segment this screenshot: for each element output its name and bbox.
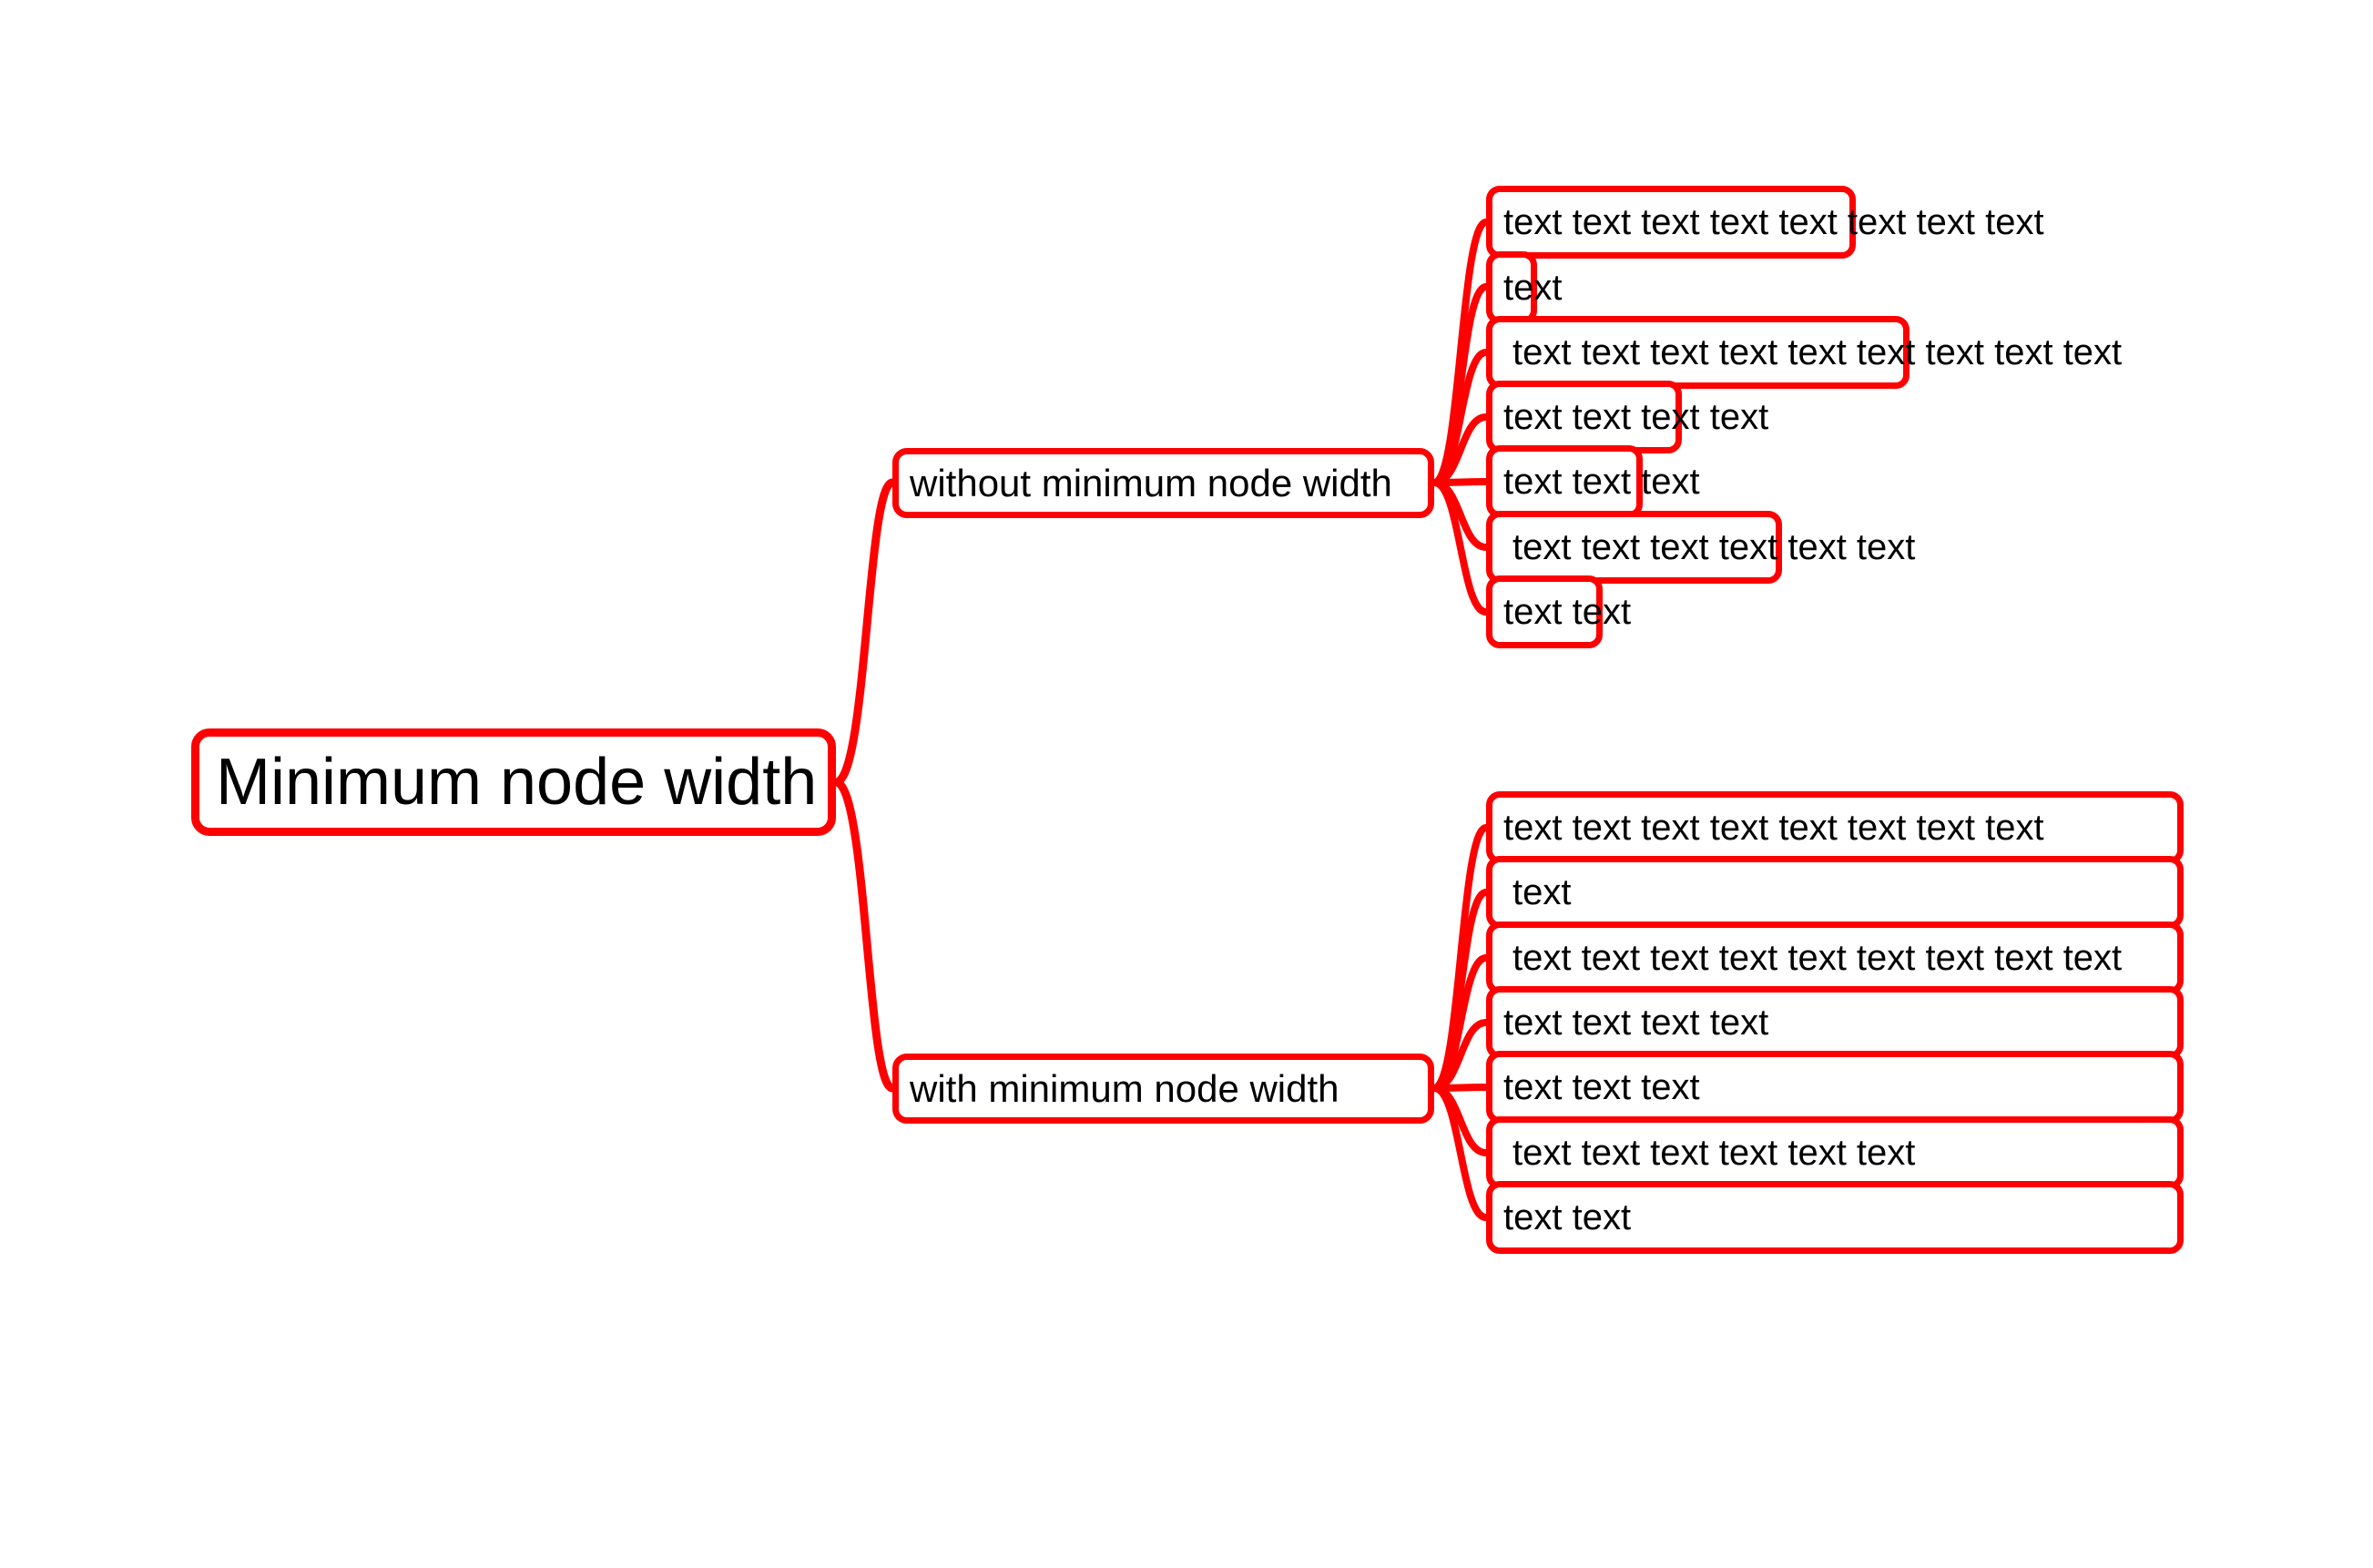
leaf-node-label: text: [1503, 268, 1563, 308]
edge-branch-2-leaf-5: [1431, 1084, 1490, 1092]
leaf-node-label: text text: [1503, 1197, 1632, 1237]
branch-node-label: with minimum node width: [910, 1066, 1339, 1110]
leaf-node-label: text text text text: [1503, 1003, 1769, 1043]
branch-node-with-minimum-node-width[interactable]: with minimum node width: [892, 1054, 1434, 1124]
edge-branch-1-leaf-1: [1431, 219, 1490, 486]
edge-branch-1-leaf-6: [1431, 479, 1490, 551]
edge-branch-1-leaf-7: [1431, 479, 1490, 616]
edge-branch-2-leaf-4: [1431, 1019, 1490, 1092]
edge-branch-1-leaf-3: [1431, 349, 1490, 486]
leaf-node-label: text text text: [1503, 1067, 1700, 1107]
leaf-node-label: text text text text: [1503, 397, 1769, 437]
leaf-node-without-2[interactable]: text: [1486, 251, 1562, 324]
leaf-node-with-4[interactable]: text text text text: [1486, 986, 2184, 1059]
leaf-node-label: text text: [1503, 592, 1632, 632]
branch-2-connectors: [1431, 824, 1490, 1221]
leaf-node-label: text text text text text text: [1512, 527, 1916, 567]
edge-branch-2-leaf-6: [1431, 1084, 1490, 1156]
leaf-node-label: text text text text text text text text: [1503, 808, 2044, 848]
leaf-node-with-3[interactable]: text text text text text text text text …: [1486, 921, 2184, 994]
leaf-node-label: text text text text text text text text …: [1512, 332, 2123, 372]
edge-branch-1-leaf-2: [1431, 283, 1490, 486]
leaf-node-with-6[interactable]: text text text text text text: [1486, 1116, 2184, 1189]
leaf-node-without-5[interactable]: text text text: [1486, 445, 1700, 518]
edge-branch-2-leaf-2: [1431, 889, 1490, 1092]
leaf-node-with-2[interactable]: text: [1486, 856, 2184, 929]
leaf-node-label: text text text text text text: [1512, 1133, 1916, 1173]
leaf-node-without-1[interactable]: text text text text text text text text: [1486, 186, 2044, 259]
root-node[interactable]: Minimum node width: [191, 728, 836, 836]
edge-root-to-branch-2: [831, 778, 897, 1093]
branch-node-label: without minimum node width: [910, 461, 1392, 504]
leaf-node-without-6[interactable]: text text text text text text: [1486, 511, 1915, 584]
edge-branch-1-leaf-4: [1431, 413, 1490, 486]
branch-node-without-minimum-node-width[interactable]: without minimum node width: [892, 448, 1434, 518]
leaf-node-label: text text text: [1503, 462, 1700, 502]
leaf-node-label: text text text text text text text text …: [1512, 938, 2123, 978]
edge-branch-2-leaf-3: [1431, 954, 1490, 1092]
leaf-node-without-7[interactable]: text text: [1486, 575, 1631, 648]
edge-root-to-branch-1: [831, 478, 897, 787]
leaf-node-without-3[interactable]: text text text text text text text text …: [1486, 316, 2122, 389]
leaf-node-label: text: [1512, 872, 1572, 912]
leaf-node-with-1[interactable]: text text text text text text text text: [1486, 791, 2184, 864]
branch-1-connectors: [1431, 219, 1490, 616]
leaf-node-with-7[interactable]: text text: [1486, 1181, 2184, 1254]
edge-branch-2-leaf-7: [1431, 1084, 1490, 1221]
edge-branch-2-leaf-1: [1431, 824, 1490, 1092]
edge-branch-1-leaf-5: [1431, 478, 1490, 486]
root-connectors: [831, 478, 897, 1093]
leaf-node-without-4[interactable]: text text text text: [1486, 381, 1768, 453]
leaf-node-with-5[interactable]: text text text: [1486, 1051, 2184, 1124]
leaf-node-label: text text text text text text text text: [1503, 202, 2044, 242]
root-node-label: Minimum node width: [216, 746, 818, 819]
